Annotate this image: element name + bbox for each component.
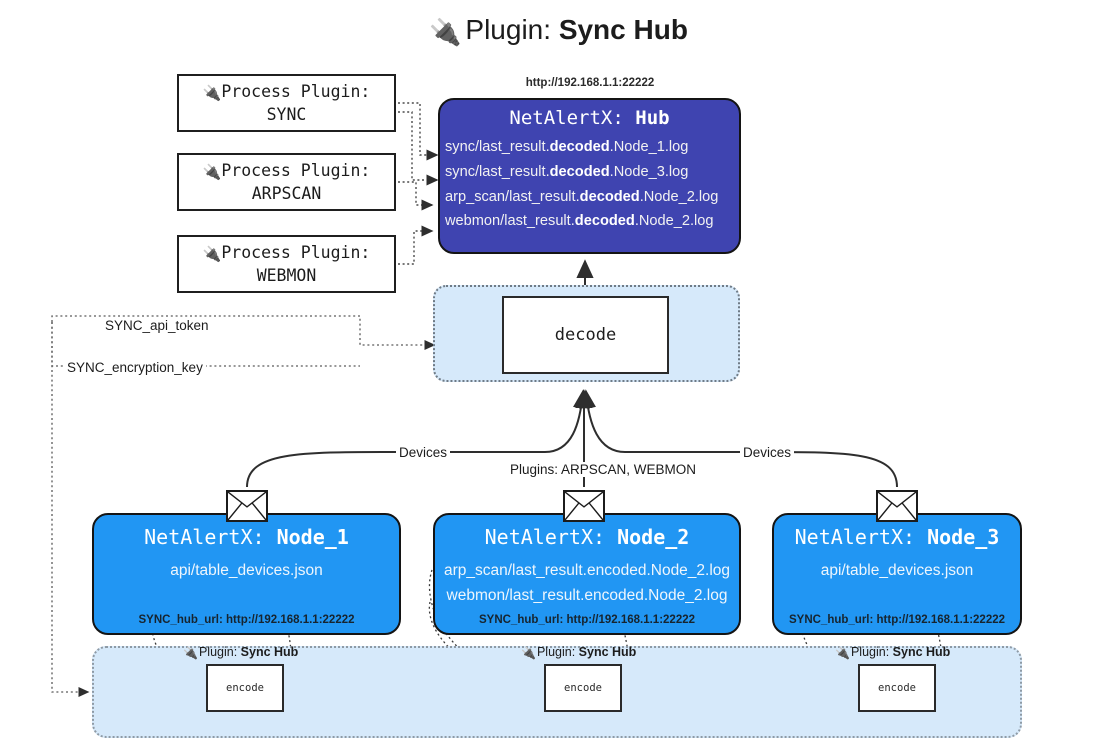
- hub-logline: webmon/last_result.decoded.Node_2.log: [440, 209, 739, 234]
- plug-icon: 🔌: [521, 646, 536, 660]
- node-footer-hub-url: SYNC_hub_url: http://192.168.1.1:22222: [478, 614, 696, 626]
- node-box-node-3[interactable]: NetAlertX: Node_3 api/table_devices.json…: [772, 513, 1022, 635]
- edge-label-devices-left: Devices: [396, 445, 451, 460]
- node-box-node-1[interactable]: NetAlertX: Node_1 api/table_devices.json…: [92, 513, 401, 635]
- edge-sync-to-hub-log1: [398, 102, 439, 161]
- plugin-caption-name: Sync Hub: [240, 645, 299, 659]
- hub-url-caption: http://192.168.1.1:22222: [525, 77, 655, 89]
- logline-pre: sync/last_result.: [445, 139, 550, 155]
- hub-logline: arp_scan/last_result.decoded.Node_2.log: [440, 185, 739, 210]
- hub-logline: sync/last_result.decoded.Node_3.log: [440, 160, 739, 185]
- node-box-node-2[interactable]: NetAlertX: Node_2 arp_scan/last_result.e…: [433, 513, 741, 635]
- plug-icon: 🔌: [183, 646, 198, 660]
- hub-title-name: Hub: [635, 107, 670, 129]
- plugin-caption-prefix: Plugin:: [536, 645, 579, 659]
- node-resource-line: api/table_devices.json: [170, 562, 323, 579]
- envelope-icon: [226, 490, 268, 522]
- logline-strong: decoded: [574, 213, 635, 230]
- process-plugin-webmon[interactable]: 🔌Process Plugin: WEBMON: [177, 235, 396, 293]
- encode-box-node-1[interactable]: encode: [206, 664, 284, 712]
- node-resource-line: arp_scan/last_result.encoded.Node_2.log: [443, 562, 731, 579]
- edge-label-plugins-middle: Plugins: ARPSCAN, WEBMON: [507, 462, 700, 477]
- node-title-prefix: NetAlertX:: [144, 525, 277, 549]
- logline-post: .Node_2.log: [639, 188, 719, 205]
- logline-strong: decoded: [549, 139, 610, 155]
- plugin-caption-prefix: Plugin:: [198, 645, 241, 659]
- plug-icon: 🔌: [835, 646, 850, 660]
- logline-post: .Node_1.log: [609, 139, 689, 155]
- node-title-prefix: NetAlertX:: [794, 525, 928, 549]
- edge-arpscan-to-hub-log3: [398, 181, 434, 211]
- logline-post: .Node_3.log: [609, 163, 689, 180]
- logline-pre: arp_scan/last_result.: [445, 188, 580, 205]
- process-plugin-name: WEBMON: [256, 265, 317, 285]
- node-title: NetAlertX: Node_1: [94, 525, 399, 549]
- process-plugin-name: ARPSCAN: [251, 183, 322, 203]
- process-plugin-sync[interactable]: 🔌Process Plugin: SYNC: [177, 74, 396, 132]
- plugin-caption-node-1: 🔌Plugin: Sync Hub: [183, 645, 298, 660]
- node-footer-hub-url: SYNC_hub_url: http://192.168.1.1:22222: [788, 614, 1006, 626]
- hub-title-prefix: NetAlertX:: [509, 107, 636, 129]
- decode-box[interactable]: decode: [502, 296, 669, 374]
- plugin-caption-name: Sync Hub: [892, 645, 951, 659]
- node-title-name: Node_1: [276, 525, 349, 549]
- plug-icon: 🔌: [202, 84, 222, 103]
- logline-strong: decoded: [579, 188, 640, 205]
- page-title-name: Sync Hub: [558, 14, 688, 45]
- node-resource-line: webmon/last_result.encoded.Node_2.log: [446, 587, 728, 605]
- edge-tokens-to-encode-container: [51, 322, 90, 698]
- logline-post: .Node_2.log: [634, 213, 714, 230]
- page-title-prefix: Plugin:: [465, 14, 559, 45]
- plug-icon: 🔌: [202, 163, 222, 182]
- node-title-prefix: NetAlertX:: [484, 525, 618, 549]
- envelope-icon: [563, 490, 605, 522]
- hub-title: NetAlertX: Hub: [440, 107, 739, 129]
- page-title: 🔌Plugin: Sync Hub: [0, 14, 1117, 48]
- logline-strong: decoded: [549, 163, 610, 180]
- node-title-name: Node_3: [927, 525, 1000, 549]
- hub-logline: sync/last_result.decoded.Node_1.log: [440, 135, 739, 160]
- edge-label-encryption-key: SYNC_encryption_key: [64, 360, 206, 375]
- envelope-icon: [876, 490, 918, 522]
- logline-pre: sync/last_result.: [445, 163, 550, 180]
- plug-icon: 🔌: [429, 17, 462, 47]
- hub-node[interactable]: NetAlertX: Hub sync/last_result.decoded.…: [438, 98, 741, 254]
- process-plugin-label: Process Plugin:: [221, 243, 371, 263]
- plugin-caption-prefix: Plugin:: [850, 645, 893, 659]
- logline-pre: webmon/last_result.: [445, 213, 575, 230]
- node-title: NetAlertX: Node_2: [435, 525, 739, 549]
- encode-box-node-2[interactable]: encode: [544, 664, 622, 712]
- edge-sync-to-hub-log2: [398, 111, 439, 186]
- node-title: NetAlertX: Node_3: [774, 525, 1020, 549]
- process-plugin-name: SYNC: [266, 104, 307, 124]
- process-plugin-label: Process Plugin:: [221, 82, 371, 102]
- edge-label-api-token: SYNC_api_token: [102, 318, 212, 333]
- encode-box-node-3[interactable]: encode: [858, 664, 936, 712]
- process-plugin-label: Process Plugin:: [221, 161, 371, 181]
- plug-icon: 🔌: [202, 245, 222, 264]
- node-resource-line: api/table_devices.json: [820, 562, 974, 579]
- plugin-caption-node-3: 🔌Plugin: Sync Hub: [835, 645, 950, 660]
- edge-label-devices-right: Devices: [740, 445, 795, 460]
- process-plugin-arpscan[interactable]: 🔌Process Plugin: ARPSCAN: [177, 153, 396, 211]
- edge-webmon-to-hub-log4: [398, 225, 434, 265]
- node-title-name: Node_2: [617, 525, 690, 549]
- plugin-caption-node-2: 🔌Plugin: Sync Hub: [521, 645, 636, 660]
- node-footer-hub-url: SYNC_hub_url: http://192.168.1.1:22222: [138, 614, 355, 626]
- plugin-caption-name: Sync Hub: [578, 645, 637, 659]
